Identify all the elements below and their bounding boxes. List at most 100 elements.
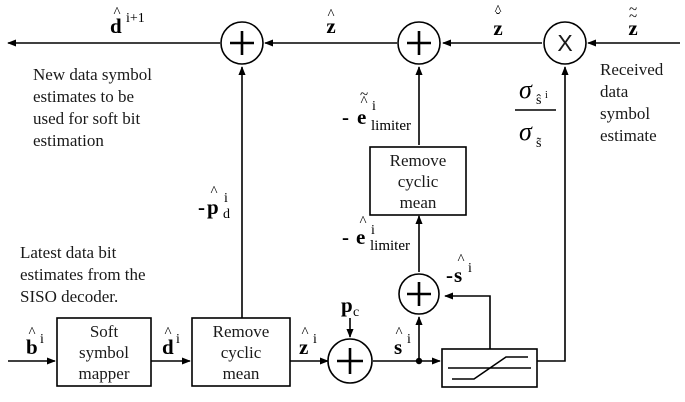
svg-text:z: z [628, 16, 637, 40]
label-e-limiter-top: ~ ^ - e i limiter [342, 87, 411, 134]
svg-text:i: i [313, 332, 317, 347]
svg-text:σ: σ [519, 117, 533, 146]
svg-text:limiter: limiter [371, 118, 411, 134]
svg-text:data: data [600, 82, 629, 101]
summer-bottom [327, 338, 373, 384]
svg-text:s: s [394, 335, 402, 359]
svg-text:SISO decoder.: SISO decoder. [20, 287, 118, 306]
svg-text:^: ^ [210, 184, 217, 200]
svg-text:b: b [26, 335, 38, 359]
svg-text:i: i [545, 90, 548, 101]
multiplier: X [543, 21, 587, 65]
svg-text:z: z [493, 16, 502, 40]
remove-cyclic-mean-block-1: Remove cyclic mean [191, 317, 291, 387]
svg-text:^: ^ [301, 325, 308, 341]
svg-text:ŝ: ŝ [536, 93, 541, 108]
svg-text:^: ^ [164, 325, 171, 341]
multiplier-symbol: X [557, 30, 572, 56]
connections [7, 39, 680, 365]
svg-text:-: - [446, 263, 453, 287]
svg-text:Latest data bit: Latest data bit [20, 243, 117, 262]
limiter-curve-icon [452, 356, 528, 380]
note-received: Received data symbol estimate [600, 60, 664, 145]
svg-text:Remove: Remove [390, 151, 447, 170]
svg-text:cyclic: cyclic [398, 172, 439, 191]
svg-text:i: i [40, 332, 44, 347]
note-new-estimates: New data symbol estimates to be used for… [33, 65, 152, 150]
note-latest-bits: Latest data bit estimates from the SISO … [20, 243, 146, 306]
remove-cyclic-mean-block-2: Remove cyclic mean [369, 146, 467, 216]
svg-text:-: - [342, 225, 349, 249]
svg-text:Soft: Soft [90, 322, 119, 341]
soft-symbol-mapper-block: Soft symbol mapper [56, 317, 152, 387]
svg-text:~: ~ [629, 2, 637, 18]
svg-text:i: i [372, 99, 376, 114]
svg-text:symbol: symbol [600, 104, 650, 123]
svg-text:^: ^ [395, 325, 402, 341]
summer-middle [398, 273, 440, 315]
svg-text:^: ^ [360, 94, 367, 110]
svg-text:i+1: i+1 [126, 11, 145, 26]
label-p-d: ^ - p i d [198, 184, 230, 222]
label-e-limiter-bottom: ^ - e i limiter [342, 214, 410, 254]
svg-text:Received: Received [600, 60, 664, 79]
label-d: ^ d i [162, 325, 180, 359]
svg-text:New data symbol: New data symbol [33, 65, 152, 84]
summer-top-right [397, 21, 441, 65]
svg-text:used for soft bit: used for soft bit [33, 109, 140, 128]
svg-text:i: i [176, 332, 180, 347]
svg-text:i: i [224, 191, 228, 206]
wire-limiter-to-mult [537, 66, 569, 362]
svg-text:p: p [207, 195, 219, 219]
svg-text:limiter: limiter [370, 238, 410, 254]
svg-text:z: z [299, 335, 308, 359]
svg-text:estimate: estimate [600, 126, 657, 145]
label-z-double-tilde: ~ ~ z [628, 2, 637, 40]
svg-text:cyclic: cyclic [221, 343, 262, 362]
svg-text:-: - [198, 195, 205, 219]
svg-text:˘: ˘ [496, 10, 501, 26]
svg-text:symbol: symbol [79, 343, 129, 362]
svg-text:-: - [342, 105, 349, 129]
gain-fraction: σ ŝ i σ s̃ [515, 75, 556, 151]
svg-text:s: s [454, 263, 462, 287]
svg-text:estimates to be: estimates to be [33, 87, 134, 106]
svg-text:estimates from the: estimates from the [20, 265, 146, 284]
svg-text:d: d [162, 335, 174, 359]
svg-text:Remove: Remove [213, 322, 270, 341]
svg-text:z: z [326, 14, 335, 38]
label-z-breve-hat: ^ ˘ z [493, 3, 502, 40]
label-s-neg: ^ - s i [446, 252, 472, 287]
svg-text:d: d [223, 207, 230, 222]
svg-text:e: e [357, 105, 366, 129]
svg-text:mean: mean [400, 193, 437, 212]
svg-text:estimation: estimation [33, 131, 104, 150]
svg-text:p: p [341, 293, 353, 317]
summer-top-left [220, 21, 264, 65]
svg-text:c: c [353, 305, 359, 320]
svg-text:^: ^ [359, 214, 366, 230]
label-pc: p c [341, 293, 359, 320]
label-d-next: ^ d i+1 [110, 5, 145, 38]
label-z: ^ z i [299, 325, 317, 359]
svg-text:i: i [371, 223, 375, 238]
svg-text:i: i [468, 261, 472, 276]
limiter-block [441, 348, 538, 388]
label-b: ^ b i [26, 325, 44, 359]
label-s: ^ s i [394, 325, 411, 359]
svg-text:e: e [356, 225, 365, 249]
svg-text:d: d [110, 14, 122, 38]
svg-text:^: ^ [327, 7, 334, 23]
svg-text:i: i [407, 332, 411, 347]
svg-text:mean: mean [223, 364, 260, 383]
wire-limiter-to-sum2 [444, 292, 491, 349]
svg-text:^: ^ [494, 3, 501, 19]
svg-text:σ: σ [519, 75, 533, 104]
svg-text:^: ^ [28, 325, 35, 341]
svg-text:s̃: s̃ [536, 136, 542, 151]
label-z-hat: ^ z [326, 7, 335, 38]
svg-text:^: ^ [113, 5, 120, 21]
svg-text:mapper: mapper [79, 364, 130, 383]
svg-text:~: ~ [360, 87, 368, 103]
